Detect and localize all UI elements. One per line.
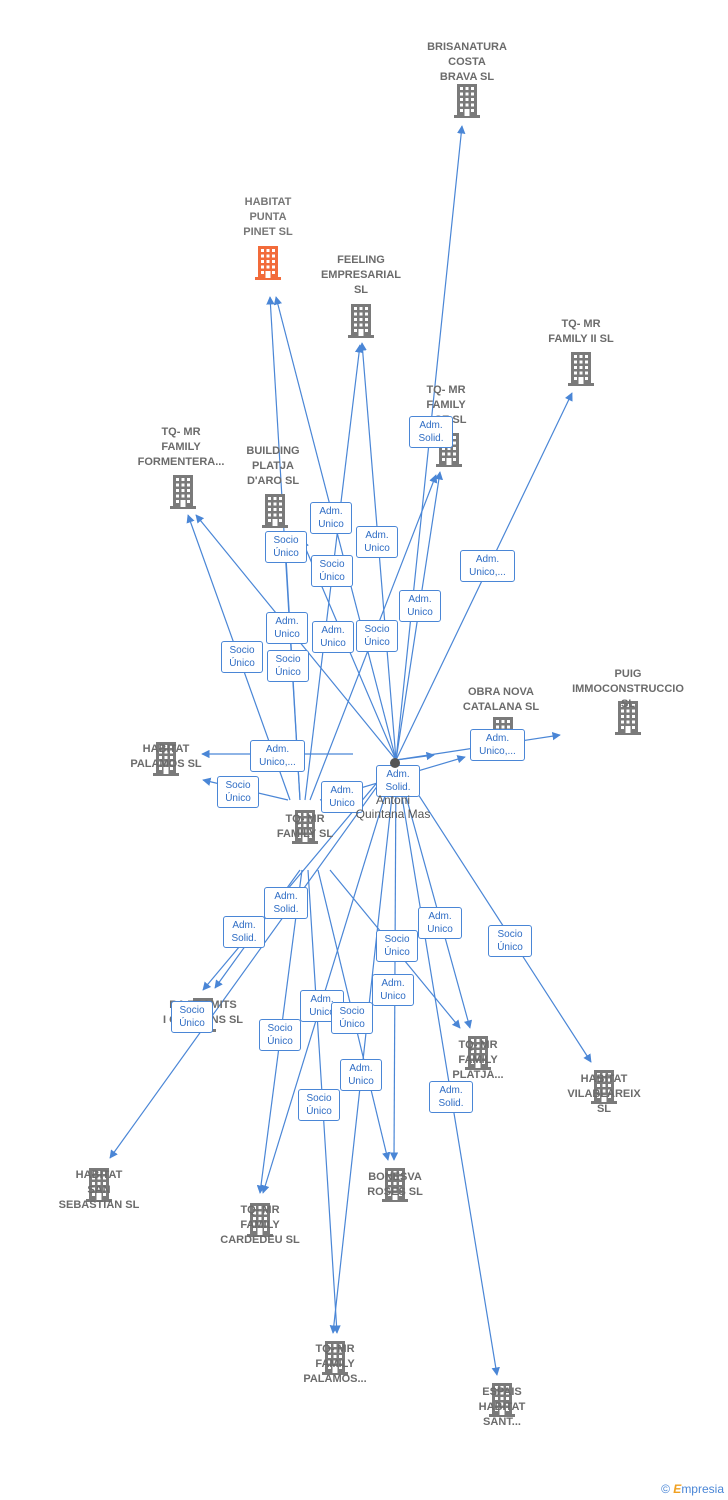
company-node-obra-nova[interactable]: OBRA NOVA CATALANA SL xyxy=(441,685,561,715)
company-building-icon[interactable] xyxy=(380,1168,410,1202)
brand-logo-letter: E xyxy=(673,1482,682,1496)
company-name-label: FEELING EMPRESARIAL SL xyxy=(320,254,402,296)
relation-role-label[interactable]: Adm. Solid. xyxy=(223,916,265,948)
company-building-icon[interactable] xyxy=(589,1070,619,1104)
relation-role-label[interactable]: Adm. Unico xyxy=(310,502,352,534)
company-building-icon[interactable] xyxy=(168,475,198,509)
company-name-label: TQ- MR FAMILY PALAMOS... xyxy=(303,1343,367,1385)
company-name-label: TQ- MR FAMILY SL xyxy=(276,813,334,840)
company-node-feeling[interactable]: FEELING EMPRESARIAL SL xyxy=(301,253,421,298)
company-node-tq-cardedeu[interactable]: TQ- MR FAMILY CARDEDEU SL xyxy=(200,1203,320,1248)
relation-role-label[interactable]: Adm. Unico xyxy=(399,590,441,622)
relation-edge xyxy=(109,759,397,1159)
company-node-tq-ii[interactable]: TQ- MR FAMILY II SL xyxy=(521,317,641,347)
company-node-habitat-vilablareix[interactable]: HABITAT VILABLAREIX SL xyxy=(544,1072,664,1117)
relation-role-label[interactable]: Adm. Unico xyxy=(340,1059,382,1091)
company-name-label: PUIG IMMOCONSTRUCCIO SL xyxy=(572,668,684,710)
person-node-dot[interactable] xyxy=(390,758,400,768)
company-node-tq-palamos[interactable]: TQ- MR FAMILY PALAMOS... xyxy=(275,1342,395,1387)
company-node-brisanatura[interactable]: BRISANATURA COSTA BRAVA SL xyxy=(407,40,527,85)
relation-role-label[interactable]: Socio Único xyxy=(488,925,532,957)
relation-role-label[interactable]: Adm. Solid. xyxy=(409,416,453,448)
relation-role-label[interactable]: Adm. Unico xyxy=(372,974,414,1006)
company-name-label: HABITAT VILABLAREIX SL xyxy=(567,1073,641,1115)
person-node-label[interactable]: Antoni Quintana Mas xyxy=(355,793,431,821)
company-building-icon[interactable] xyxy=(253,246,283,280)
company-building-icon[interactable] xyxy=(463,1036,493,1070)
company-building-icon[interactable] xyxy=(346,304,376,338)
company-node-habitat-punta-pinet[interactable]: HABITAT PUNTA PINET SL xyxy=(208,195,328,240)
relation-role-label[interactable]: Socio Único xyxy=(265,531,307,563)
company-node-tq-formentera[interactable]: TQ- MR FAMILY FORMENTERA... xyxy=(121,425,241,470)
relation-role-label[interactable]: Adm. Unico xyxy=(418,907,462,939)
company-name-label: BONESVA ROSES SL xyxy=(367,1171,423,1198)
company-building-icon[interactable] xyxy=(487,1383,517,1417)
relation-role-label[interactable]: Adm. Unico xyxy=(312,621,354,653)
brand-logo-text: mpresia xyxy=(681,1482,724,1496)
company-building-icon[interactable] xyxy=(151,742,181,776)
company-name-label: HABITAT SAN SEBASTIAN SL xyxy=(58,1169,140,1211)
relation-role-label[interactable]: Socio Único xyxy=(221,641,263,673)
company-node-espais[interactable]: ESPAIS HABITAT SANT... xyxy=(442,1385,562,1430)
company-node-bonesva[interactable]: BONESVA ROSES SL xyxy=(335,1170,455,1200)
company-name-label: OBRA NOVA CATALANA SL xyxy=(462,686,540,713)
relation-role-label[interactable]: Socio Único xyxy=(311,555,353,587)
relation-edge xyxy=(329,759,397,1334)
relation-role-label[interactable]: Socio Único xyxy=(298,1089,340,1121)
company-building-icon[interactable] xyxy=(245,1203,275,1237)
relation-edge xyxy=(202,759,397,991)
company-building-icon[interactable] xyxy=(260,494,290,528)
company-building-icon[interactable] xyxy=(84,1168,114,1202)
relation-role-label[interactable]: Adm. Unico xyxy=(266,612,308,644)
company-node-habitat-palamos[interactable]: HABITAT PALAMOS SL xyxy=(106,742,226,772)
relation-role-label[interactable]: Socio Único xyxy=(171,1001,213,1033)
company-name-label: HABITAT PUNTA PINET SL xyxy=(243,196,293,238)
company-building-icon[interactable] xyxy=(452,84,482,118)
company-name-label: HABITAT PALAMOS SL xyxy=(130,743,202,770)
relation-role-label[interactable]: Socio Único xyxy=(267,650,309,682)
relation-role-label[interactable]: Adm. Solid. xyxy=(429,1081,473,1113)
company-name-label: TQ- MR FAMILY PLATJA... xyxy=(452,1039,504,1081)
relation-edge xyxy=(395,759,473,1029)
relation-edge xyxy=(261,759,397,1194)
company-node-tq-platja[interactable]: TQ- MR FAMILY PLATJA... xyxy=(418,1038,538,1083)
company-node-tq-family[interactable]: TQ- MR FAMILY SL xyxy=(245,812,365,842)
relation-role-label[interactable]: Adm. Unico xyxy=(356,526,398,558)
copyright-symbol: © xyxy=(661,1482,670,1496)
company-building-icon[interactable] xyxy=(320,1341,350,1375)
relation-role-label[interactable]: Socio Único xyxy=(217,776,259,808)
footer-brand: © Empresia xyxy=(661,1482,724,1496)
company-name-label: TQ- MR FAMILY CARDEDEU SL xyxy=(220,1204,300,1246)
relation-role-label[interactable]: Adm. Unico,... xyxy=(250,740,305,772)
relation-role-label[interactable]: Socio Único xyxy=(259,1019,301,1051)
relation-edge xyxy=(395,759,592,1063)
relation-role-label[interactable]: Socio Único xyxy=(376,930,418,962)
relation-role-label[interactable]: Adm. Unico,... xyxy=(460,550,515,582)
company-name-label: TQ- MR FAMILY II SL xyxy=(548,318,614,345)
company-building-icon[interactable] xyxy=(290,810,320,844)
company-building-icon[interactable] xyxy=(566,352,596,386)
relation-role-label[interactable]: Adm. Unico,... xyxy=(470,729,525,761)
company-name-label: BRISANATURA COSTA BRAVA SL xyxy=(427,41,507,83)
relation-role-label[interactable]: Socio Único xyxy=(331,1002,373,1034)
company-node-building-platja[interactable]: BUILDING PLATJA D'ARO SL xyxy=(213,444,333,489)
relation-role-label[interactable]: Adm. Unico xyxy=(321,781,363,813)
company-building-icon[interactable] xyxy=(613,701,643,735)
relation-role-label[interactable]: Socio Único xyxy=(356,620,398,652)
relation-role-label[interactable]: Adm. Solid. xyxy=(264,887,308,919)
company-name-label: ESPAIS HABITAT SANT... xyxy=(478,1386,526,1428)
company-name-label: BUILDING PLATJA D'ARO SL xyxy=(246,445,300,487)
company-node-habitat-san-sebastian[interactable]: HABITAT SAN SEBASTIAN SL xyxy=(39,1168,159,1213)
relation-edge xyxy=(395,751,435,761)
relation-edge xyxy=(395,759,500,1376)
company-node-puig[interactable]: PUIG IMMOCONSTRUCCIO SL xyxy=(568,667,688,712)
company-name-label: TQ- MR FAMILY FORMENTERA... xyxy=(137,426,225,468)
